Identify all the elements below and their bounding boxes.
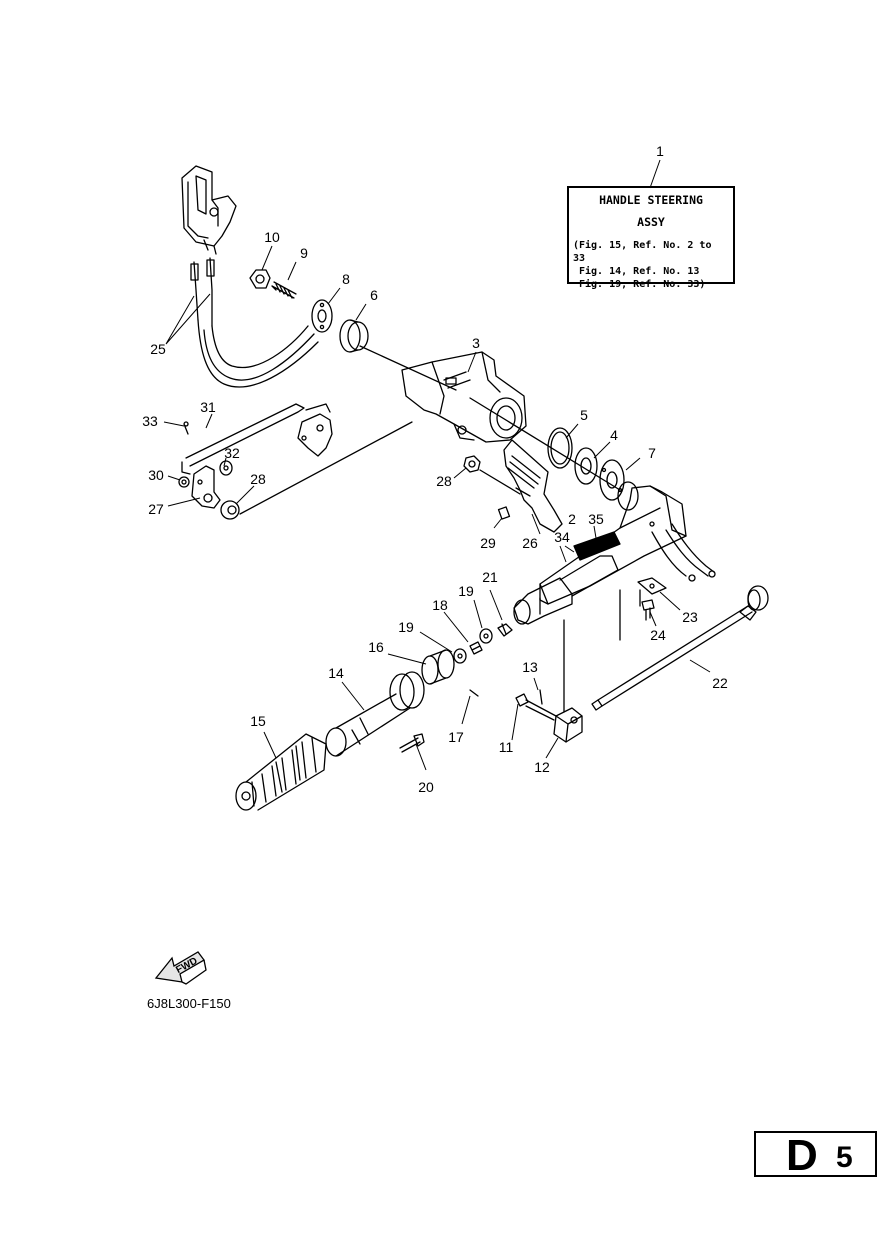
page-tag-number: 5 — [836, 1141, 853, 1174]
callout-33: 33 — [142, 413, 158, 429]
link-arm-assy — [297, 403, 333, 457]
rod-31 — [181, 403, 305, 475]
collar-16 — [421, 649, 455, 685]
callout-19-upper: 19 — [458, 583, 474, 599]
pin-33 — [183, 421, 189, 435]
callout-9: 9 — [300, 245, 308, 261]
page-tag: D 5 — [754, 1131, 877, 1180]
callout-19-lower: 19 — [398, 619, 414, 635]
callout-31: 31 — [200, 399, 216, 415]
lever-26 — [479, 439, 563, 533]
callout-21: 21 — [482, 569, 498, 585]
callout-28-right: 28 — [436, 473, 452, 489]
callout-16: 16 — [368, 639, 384, 655]
bushing-28-left — [220, 500, 240, 520]
callout-1: 1 — [656, 143, 664, 159]
screw-20 — [399, 733, 425, 753]
callout-34: 34 — [554, 529, 570, 545]
axis-line-22 — [563, 589, 641, 713]
legend-subtitle: ASSY — [637, 215, 665, 229]
callout-15: 15 — [250, 713, 266, 729]
pin-29 — [497, 506, 511, 520]
callout-26: 26 — [522, 535, 538, 551]
callout-32: 32 — [224, 445, 240, 461]
part-code: 6J8L300-F150 — [147, 996, 231, 1011]
callout-3: 3 — [472, 335, 480, 351]
spring-18 — [469, 641, 483, 655]
remote-bracket — [181, 165, 237, 255]
callout-17: 17 — [448, 729, 464, 745]
fwd-arrow-icon: FWD — [154, 951, 207, 985]
pin-17 — [469, 689, 479, 697]
callout-18: 18 — [432, 597, 448, 613]
o-ring-5 — [547, 427, 573, 469]
throttle-shaft-22 — [591, 585, 769, 711]
fwd-label: FWD — [174, 956, 199, 976]
callout-12: 12 — [534, 759, 550, 775]
callout-5: 5 — [580, 407, 588, 423]
sleeve-34 — [513, 577, 573, 625]
callout-28-left: 28 — [250, 471, 266, 487]
callout-13: 13 — [522, 659, 538, 675]
washer-32 — [219, 460, 233, 476]
callout-6: 6 — [370, 287, 378, 303]
steering-bracket-3 — [401, 351, 527, 443]
legend-ref-3: Fig. 19, Ref. No. 33) — [579, 279, 706, 290]
screw-21 — [497, 623, 513, 637]
callout-8: 8 — [342, 271, 350, 287]
washer-19b — [453, 648, 467, 664]
leader-lines — [163, 159, 711, 771]
bushing-6 — [339, 319, 369, 353]
legend-ref-2: Fig. 14, Ref. No. 13 — [579, 266, 700, 277]
callout-25: 25 — [150, 341, 166, 357]
legend-ref-1: (Fig. 15, Ref. No. 2 to 33 — [573, 240, 712, 264]
callout-4: 4 — [610, 427, 618, 443]
legend-box-handle-steering: HANDLE STEERING ASSY (Fig. 15, Ref. No. … — [567, 186, 735, 290]
callout-24: 24 — [650, 627, 666, 643]
bolt-11 — [515, 693, 557, 721]
kill-switch-wires — [651, 523, 716, 582]
callout-22: 22 — [712, 675, 728, 691]
page-tag-letter: D — [786, 1131, 818, 1180]
nut-10 — [249, 269, 271, 289]
callout-10: 10 — [264, 229, 280, 245]
callout-2: 2 — [568, 511, 576, 527]
legend-title: HANDLE STEERING — [599, 193, 703, 207]
callout-27: 27 — [148, 501, 164, 517]
axis-line-link — [239, 421, 413, 515]
plate-23 — [637, 577, 667, 595]
callout-numbers: 1 2 3 4 5 6 7 8 9 10 11 12 13 14 15 16 1… — [142, 143, 728, 795]
control-cables — [190, 257, 319, 388]
washer-19a — [479, 628, 493, 644]
callout-11: 11 — [499, 739, 514, 755]
spring-9 — [271, 281, 297, 299]
grip-15 — [235, 733, 327, 811]
callout-20: 20 — [418, 779, 434, 795]
callout-29: 29 — [480, 535, 496, 551]
callout-14: 14 — [328, 665, 344, 681]
washer-4 — [574, 447, 598, 485]
link-27 — [191, 465, 221, 509]
callout-30: 30 — [148, 467, 164, 483]
throttle-sleeve-14 — [325, 671, 425, 757]
label-35 — [573, 531, 621, 561]
callout-23: 23 — [682, 609, 698, 625]
callout-35: 35 — [588, 511, 604, 527]
plate-8 — [311, 299, 333, 333]
bushing-28-right — [463, 455, 481, 473]
washer-30 — [178, 476, 190, 488]
block-12 — [553, 707, 583, 743]
pin-13 — [539, 689, 543, 705]
callout-7: 7 — [648, 445, 656, 461]
